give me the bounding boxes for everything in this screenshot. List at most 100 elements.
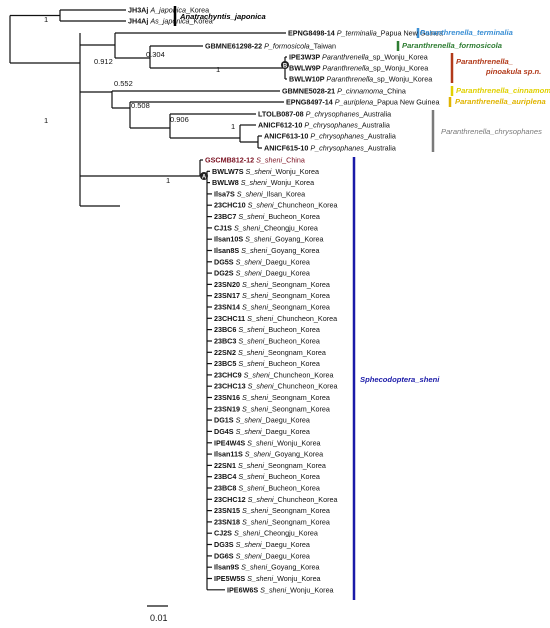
support-root-main: 1 xyxy=(44,116,48,125)
tip-label: 22SN1 S_sheni_Seongnam_Korea xyxy=(214,461,326,470)
tip-label: IPE3W3P Paranthrenella_sp_Wonju_Korea xyxy=(289,53,428,62)
tip-code: GBMNE5028-21 xyxy=(282,87,337,96)
tip-label: ANICF613-10 P_chrysophanes_Australia xyxy=(264,132,396,141)
tip-species: S_sheni xyxy=(238,348,264,357)
tip-code: BWLW8 xyxy=(212,178,241,187)
clade-label: Paranthrenella_chrysophanes xyxy=(441,127,542,136)
tip-species: S_sheni xyxy=(242,291,268,300)
clade-bars xyxy=(173,6,454,600)
tip-label: JH4Aj As_japonica_Korea xyxy=(128,17,213,26)
tip-code: 23CHC10 xyxy=(214,201,248,210)
tip-species: S_sheni xyxy=(242,506,268,515)
tip-label: 22SN2 S_sheni_Seongnam_Korea xyxy=(214,348,326,357)
tip-code: 23CHC13 xyxy=(214,382,248,391)
tip-label: 23SN16 S_sheni_Seongnam_Korea xyxy=(214,393,330,402)
svg-text:A: A xyxy=(202,175,207,181)
tip-label: ANICF615-10 P_chrysophanes_Australia xyxy=(264,144,396,153)
tip-code: DG5S xyxy=(214,257,236,266)
tip-locality: _Chuncheon_Korea xyxy=(272,314,337,323)
tip-label: CJ2S S_sheni_Cheongju_Korea xyxy=(214,529,318,538)
tip-species: S_sheni xyxy=(245,450,271,459)
tip-code: 23SN17 xyxy=(214,291,242,300)
tip-label: Ilsan9S S_sheni_Goyang_Korea xyxy=(214,563,320,572)
support-0508: 0.508 xyxy=(131,101,150,110)
tip-code: 23BC3 xyxy=(214,337,238,346)
tip-locality: _Chuncheon_Korea xyxy=(273,495,338,504)
tip-code: GBMNE61298-22 xyxy=(205,42,264,51)
tip-code: CJ2S xyxy=(214,529,234,538)
tip-species: S_sheni xyxy=(237,189,263,198)
tip-species: S_sheni xyxy=(245,235,271,244)
tip-code: Ilsan9S xyxy=(214,563,241,572)
tip-label: 23BC4 S_sheni_Bucheon_Korea xyxy=(214,472,320,481)
tip-label: DG5S S_sheni_Daegu_Korea xyxy=(214,257,310,266)
tip-code: DG1S xyxy=(214,416,236,425)
tip-species: S_sheni xyxy=(248,382,274,391)
tip-locality: _Bucheon_Korea xyxy=(263,472,320,481)
tip-label: 23CHC10 S_sheni_Chuncheon_Korea xyxy=(214,201,338,210)
tip-locality: _Bucheon_Korea xyxy=(263,325,320,334)
tip-code: 23SN19 xyxy=(214,404,242,413)
tip-species: S_sheni xyxy=(234,223,260,232)
tip-code: 23BC5 xyxy=(214,359,238,368)
tip-code: ANICF615-10 xyxy=(264,144,310,153)
tip-locality: _Chuncheon_Korea xyxy=(269,370,334,379)
tip-label: BWLW7S S_sheni_Wonju_Korea xyxy=(212,167,319,176)
tip-code: 23SN20 xyxy=(214,280,242,289)
tip-species: A_japonica xyxy=(149,6,186,15)
tip-locality: _Goyang_Korea xyxy=(266,246,319,255)
tip-species: P_chrysophanes xyxy=(310,144,364,153)
tip-species: Paranthrenella xyxy=(322,53,369,62)
support-0906: 0.906 xyxy=(170,115,189,124)
tip-locality: _Australia xyxy=(363,144,396,153)
tip-locality: _Australia xyxy=(363,132,396,141)
tip-locality: _Seongnam_Korea xyxy=(267,280,330,289)
tip-species: As_japonica xyxy=(149,17,189,26)
tip-locality: _Seongnam_Korea xyxy=(263,348,326,357)
tip-code: IPE4W4S xyxy=(214,438,247,447)
tip-species: S_sheni xyxy=(260,585,286,594)
tip-label: 23SN20 S_sheni_Seongnam_Korea xyxy=(214,280,330,289)
tip-code: LTOLB087-08 xyxy=(258,110,306,119)
tip-species: S_sheni xyxy=(256,156,282,165)
tip-label: 23SN14 S_sheni_Seongnam_Korea xyxy=(214,303,330,312)
tip-locality: _Wonju_Korea xyxy=(266,178,314,187)
tip-code: EPNG8498-14 xyxy=(288,29,337,38)
tip-code: ANICF613-10 xyxy=(264,132,310,141)
tip-species: S_sheni xyxy=(236,269,262,278)
tip-species: S_sheni xyxy=(248,495,274,504)
tip-species: S_sheni xyxy=(236,257,262,266)
tip-label: IPE4W4S S_sheni_Wonju_Korea xyxy=(214,438,321,447)
tip-code: 23CHC12 xyxy=(214,495,248,504)
tip-code: BWLW10P xyxy=(289,75,326,84)
tip-code: IPE5W5S xyxy=(214,574,247,583)
tip-code: 23CHC9 xyxy=(214,370,244,379)
tip-label: BWLW8 S_sheni_Wonju_Korea xyxy=(212,178,314,187)
tip-locality: _Cheongju_Korea xyxy=(259,223,318,232)
tip-label: Ilsa7S S_sheni_Ilsan_Korea xyxy=(214,189,305,198)
tip-label: 23BC3 S_sheni_Bucheon_Korea xyxy=(214,337,320,346)
tip-locality: _Ilsan_Korea xyxy=(262,189,305,198)
tip-code: 23CHC11 xyxy=(214,314,247,323)
tip-label: IPE6W6S S_sheni_Wonju_Korea xyxy=(227,585,334,594)
tip-code: Ilsa7S xyxy=(214,189,237,198)
tip-label: 23BC8 S_sheni_Bucheon_Korea xyxy=(214,484,320,493)
tip-species: Paranthrenella xyxy=(326,75,373,84)
tip-species: P_terminalia xyxy=(337,29,377,38)
tip-locality: _China xyxy=(382,87,406,96)
tip-locality: _Goyang_Korea xyxy=(266,563,319,572)
tip-locality: _Seongnam_Korea xyxy=(267,393,330,402)
tip-label: 23SN18 S_sheni_Seongnam_Korea xyxy=(214,517,330,526)
clade-label: Anatrachyntis_japonica xyxy=(179,12,266,21)
tip-label: GBMNE5028-21 P_cinnamoma_China xyxy=(282,87,406,96)
tip-locality: _Papua New Guinea xyxy=(372,98,439,107)
tip-species: P_cinnamoma xyxy=(337,87,383,96)
tip-code: GSCMB812-12 xyxy=(205,156,256,165)
tip-code: IPE3W3P xyxy=(289,53,322,62)
tip-species: S_sheni xyxy=(236,416,262,425)
tip-locality: _Korea xyxy=(189,17,213,26)
tip-label: JH3Aj A_japonica_Korea xyxy=(128,6,209,15)
tip-label: DG6S S_sheni_Daegu_Korea xyxy=(214,551,310,560)
tip-species: P_auriplena xyxy=(335,98,373,107)
